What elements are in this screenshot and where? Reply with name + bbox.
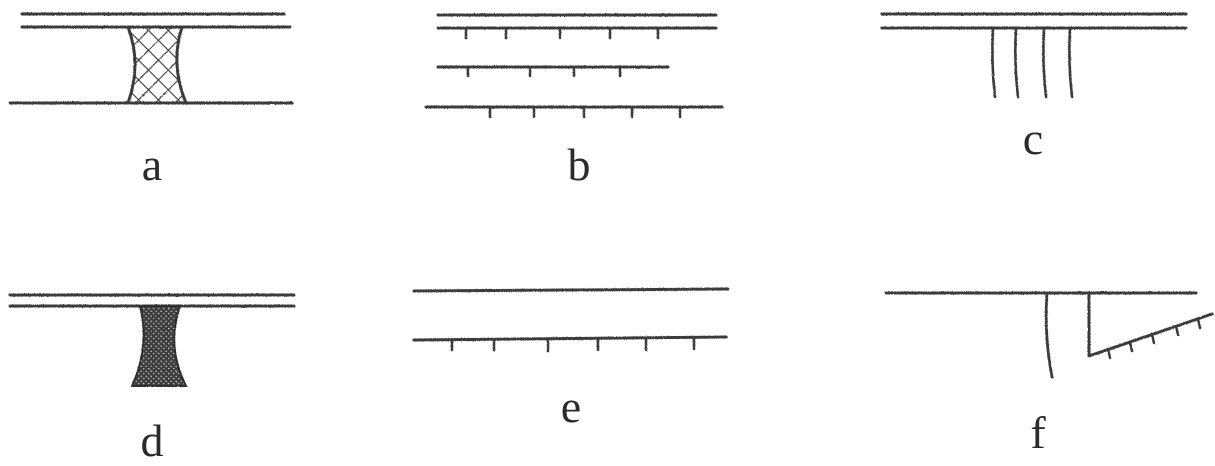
- panel-b-ticks-1: [464, 26, 660, 40]
- panel-f-hanging-strand: [1044, 291, 1054, 379]
- panel-f-label: f: [1030, 407, 1046, 458]
- panel-a-hatched-bridge: [125, 25, 189, 105]
- panel-e-label: e: [560, 381, 582, 432]
- panel-a: [8, 12, 294, 105]
- panel-e-bottom-line: [412, 335, 728, 342]
- panel-e: [412, 287, 730, 353]
- panel-d: [8, 293, 296, 387]
- panel-b: [424, 13, 724, 119]
- panel-e-ticks: [450, 336, 696, 353]
- panel-f-flap-ticks: [1106, 317, 1202, 360]
- panel-b-label: b: [567, 139, 591, 190]
- panel-c-strands: [991, 26, 1074, 99]
- panel-f: [884, 291, 1214, 379]
- panel-b-ticks-2: [466, 65, 622, 78]
- panel-b-ticks-3: [488, 105, 682, 119]
- panel-c-label: c: [1022, 113, 1044, 164]
- panel-e-top-line: [412, 287, 730, 293]
- panel-a-label: a: [141, 139, 163, 190]
- panel-c: [880, 12, 1188, 99]
- panel-d-label: d: [140, 415, 164, 466]
- panel-f-flap: [1087, 291, 1214, 358]
- panel-d-stippled-plug: [130, 305, 188, 387]
